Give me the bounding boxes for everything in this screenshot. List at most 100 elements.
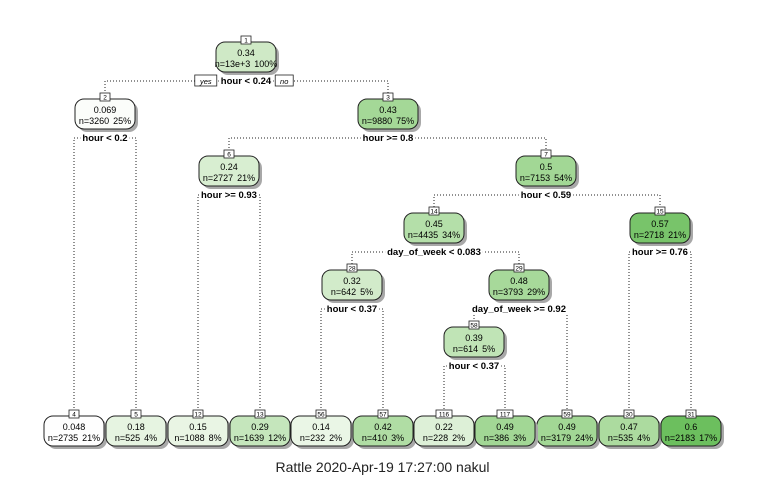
tree-edge	[545, 186, 661, 208]
node-value: 0.34	[237, 48, 255, 58]
tree-node: 116 0.22n=228 2%	[413, 409, 477, 449]
node-value: 0.24	[220, 162, 238, 172]
node-id: 117	[500, 412, 511, 419]
node-count: n=2718 21%	[634, 230, 686, 240]
node-id-tag	[377, 409, 389, 419]
node-percent: 12%	[268, 433, 286, 443]
node-percent: 2%	[452, 433, 465, 443]
node-id-tag	[428, 206, 440, 216]
node-n: n=2727	[203, 173, 233, 183]
node-id-tag	[382, 92, 394, 102]
node-id-tag	[496, 409, 514, 419]
split-label-bg	[324, 303, 380, 314]
node-value: 0.42	[374, 422, 392, 432]
node-id: 56	[317, 412, 325, 419]
node-count: n=9880 75%	[362, 116, 414, 126]
node-id-tag	[240, 35, 252, 45]
node-percent: 24%	[575, 433, 593, 443]
node-percent: 5%	[482, 344, 495, 354]
no-branch-tag	[274, 74, 294, 87]
node-n: n=1088	[174, 433, 204, 443]
node-percent: 75%	[396, 116, 414, 126]
node-id: 6	[227, 152, 231, 159]
node-n: n=2718	[634, 230, 664, 240]
node-value: 0.48	[510, 276, 528, 286]
node-id: 30	[625, 412, 633, 419]
node-percent: 21%	[82, 433, 100, 443]
split-label-bg	[630, 246, 690, 257]
tree-edge	[104, 129, 137, 411]
split-condition: hour < 0.2	[82, 133, 127, 144]
node-id: 116	[439, 412, 450, 419]
split-condition: day_of_week >= 0.92	[472, 304, 566, 315]
node-id-tag	[561, 409, 573, 419]
node-n: n=3179	[541, 433, 571, 443]
node-count: n=228 2%	[423, 433, 465, 443]
node-value: 0.22	[435, 422, 453, 432]
node-percent: 3%	[391, 433, 404, 443]
node-n: n=228	[423, 433, 448, 443]
node-percent: 2%	[329, 433, 342, 443]
yes-branch-label: yes	[199, 77, 212, 86]
split-condition: hour >= 0.8	[363, 133, 414, 144]
node-n: n=2735	[48, 433, 78, 443]
node-value: 0.15	[189, 422, 207, 432]
tree-edge	[228, 129, 389, 151]
tree-edge	[628, 243, 661, 411]
node-id: 1	[244, 38, 248, 45]
node-id-tag	[513, 263, 525, 273]
node-value: 0.47	[620, 422, 638, 432]
node-id-tag	[623, 409, 635, 419]
tree-edge	[659, 243, 692, 411]
node-n: n=386	[484, 433, 509, 443]
node-id: 3	[386, 95, 390, 102]
tree-edge	[228, 186, 261, 411]
node-value: 0.18	[127, 422, 145, 432]
node-n: n=9880	[362, 116, 392, 126]
tree-edge	[197, 186, 230, 411]
node-n: n=3260	[79, 116, 109, 126]
node-id-tag	[223, 149, 235, 159]
node-percent: 17%	[699, 433, 717, 443]
split-label-bg	[385, 246, 483, 257]
node-count: n=2735 21%	[48, 433, 100, 443]
node-value: 0.39	[465, 333, 483, 343]
node-value: 0.048	[63, 422, 86, 432]
node-value: 0.57	[651, 219, 669, 229]
node-value: 0.6	[685, 422, 698, 432]
node-n: n=13e+3	[215, 59, 251, 69]
node-n: n=525	[115, 433, 140, 443]
node-id: 5	[134, 412, 138, 419]
node-percent: 100%	[254, 59, 277, 69]
node-n: n=642	[331, 287, 356, 297]
node-percent: 21%	[668, 230, 686, 240]
node-id-tag	[68, 409, 80, 419]
node-value: 0.43	[379, 105, 397, 115]
node-value: 0.49	[496, 422, 514, 432]
tree-edge	[473, 300, 520, 322]
node-n: n=4435	[408, 230, 438, 240]
node-id: 4	[72, 412, 76, 419]
rattle-caption: Rattle 2020-Apr-19 17:27:00 nakul	[275, 459, 490, 475]
